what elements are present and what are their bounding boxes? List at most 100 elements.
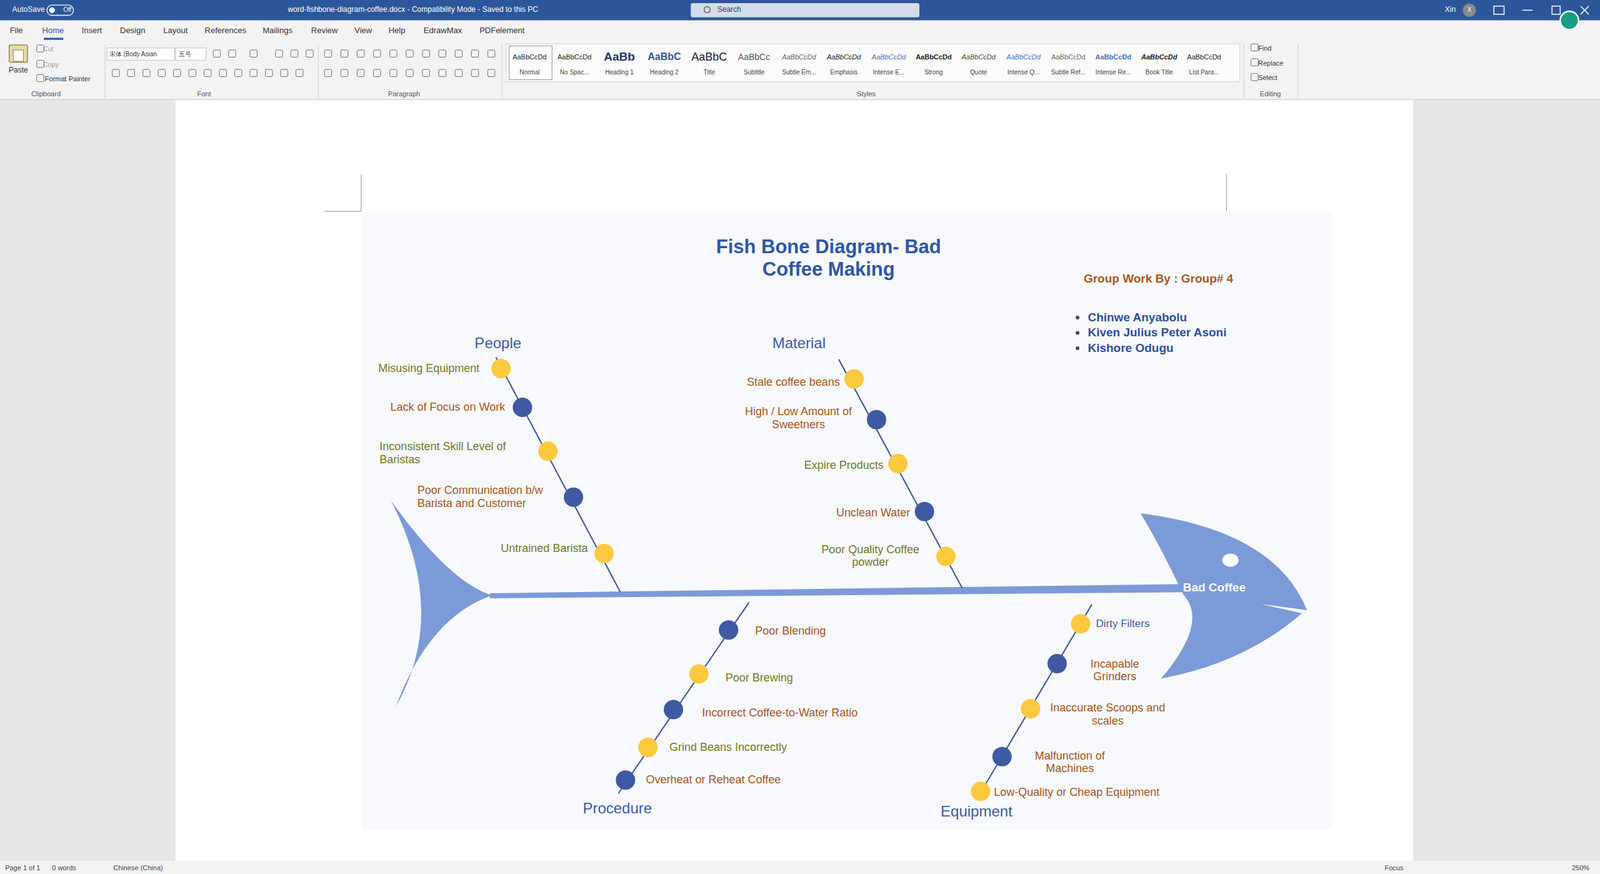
cause-label: Incapable Grinders	[1071, 657, 1159, 684]
cause-label: Poor Blending	[755, 624, 826, 638]
toolbar-icon	[250, 50, 257, 57]
ribbon-tab: View	[354, 26, 372, 36]
search-icon	[704, 6, 711, 14]
toolbar-icon	[265, 69, 272, 77]
style-name: Book Title	[1145, 68, 1174, 77]
fish-spine	[490, 583, 1189, 599]
cause-dot	[844, 368, 864, 389]
search-box	[690, 3, 920, 18]
style-name: Strong	[924, 68, 943, 77]
style-name: Quote	[970, 68, 987, 77]
cause-label: Lack of Focus on Work	[390, 400, 505, 414]
ribbon-button: Format Painter	[45, 74, 91, 83]
toolbar-icon	[158, 69, 165, 77]
toggle	[46, 5, 74, 15]
cause-label: Expire Products	[804, 458, 884, 472]
font-name: 宋体 (Body Asian	[109, 50, 157, 59]
toolbar-icon	[143, 69, 150, 77]
toolbar-icon	[455, 50, 462, 57]
grammarly-icon	[1560, 11, 1579, 30]
style-preview: AaBbCcDd	[871, 53, 906, 62]
title-bar-text: AutoSave	[12, 5, 45, 15]
cause-label: Overheat or Reheat Coffee	[645, 773, 781, 787]
style-preview: AaBbCcDd	[1051, 53, 1085, 62]
toolbar-icon	[228, 50, 236, 57]
group-label: Font	[197, 90, 212, 99]
cause-dot	[866, 410, 887, 430]
toolbar-icon	[250, 69, 257, 77]
style-preview: AaBbCcDd	[512, 53, 547, 62]
style-preview: AaBbCcDd	[826, 53, 861, 62]
ribbon-tab: Mailings	[262, 26, 293, 36]
toolbar-icon	[173, 69, 181, 77]
cause-label: High / Low Amount of Sweetners	[735, 405, 863, 432]
font-name-box	[106, 48, 175, 61]
node-text: Bad Coffee	[1183, 580, 1246, 595]
toolbar-icons	[36, 43, 1259, 82]
toolbar-icon	[487, 69, 495, 77]
toolbar-icon	[290, 50, 298, 57]
group-label: Styles	[856, 90, 876, 99]
diagram-title: Fish Bone Diagram- Bad Coffee Making	[710, 235, 948, 280]
style-name: No Spac...	[560, 68, 590, 77]
status-text: Chinese (China)	[113, 863, 163, 872]
style-gallery	[506, 43, 1240, 82]
member-name: Kishore Odugu	[1087, 341, 1174, 355]
style-preview: AaBbCcDd	[915, 53, 952, 62]
cause-label: Grind Beans Incorrectly	[669, 740, 787, 754]
style-name: Subtle Ref...	[1051, 68, 1086, 77]
fish-head-outline	[1140, 513, 1307, 679]
toolbar-icon	[390, 50, 397, 57]
ribbon-tab: Help	[388, 26, 406, 36]
toolbar-icon	[127, 69, 135, 77]
style-preview: AaBbCcDd	[961, 53, 995, 62]
style-name: Subtitle	[743, 68, 765, 77]
toolbar-icon	[1251, 73, 1259, 81]
ribbon-tab: Insert	[81, 26, 103, 36]
toolbar-icon	[340, 69, 348, 77]
ribbon-button: Find	[1258, 43, 1272, 52]
bullets	[1075, 315, 1080, 350]
status-text: Focus	[1385, 863, 1404, 872]
toolbar-icon	[36, 60, 44, 67]
style-name: List Para...	[1189, 68, 1220, 77]
fish-bones	[495, 357, 1092, 800]
margin-marks	[324, 174, 1227, 212]
ribbon-button: Replace	[1258, 59, 1284, 68]
cause-dot	[538, 441, 558, 461]
toggle-knob	[49, 7, 55, 14]
toolbar-icon	[406, 69, 414, 77]
diagram-panel	[361, 212, 1333, 829]
cause-label: Inaccurate Scoops and scales	[1043, 701, 1172, 727]
cause-label: Inconsistent Skill Level of Baristas	[379, 440, 533, 466]
toggle-text: Off	[63, 6, 72, 15]
toolbar-icon	[188, 69, 196, 77]
cause-label: Dirty Filters	[1095, 617, 1150, 630]
style-preview: AaBbCcDd	[1006, 53, 1040, 62]
toolbar-icon	[295, 69, 303, 77]
font-size: 五号	[178, 50, 192, 59]
style-preview: AaBbCcDd	[781, 53, 816, 62]
cause-dot	[718, 620, 739, 640]
status-text: 0 words	[51, 863, 77, 872]
toolbar-icon	[340, 50, 348, 57]
cause-dot	[689, 663, 709, 684]
style-preview: AaBbC	[647, 51, 681, 63]
toolbar-icon	[36, 74, 44, 82]
fish-bone	[495, 357, 620, 593]
toolbar-icon	[1251, 58, 1259, 66]
selected-style	[509, 45, 553, 80]
toolbar-icon	[306, 50, 314, 57]
group-label: Paragraph	[388, 90, 420, 99]
fish-head-shape	[1140, 510, 1309, 681]
cause-label: Poor Communication b/w Barista and Custo…	[417, 483, 559, 510]
title-bar-text: word-fishbone-diagram-coffee.docx - Comp…	[287, 5, 539, 15]
avatar	[1462, 3, 1476, 17]
cause-label: Stale coffee beans	[746, 375, 840, 389]
style-preview: AaBbCcDd	[1186, 53, 1221, 62]
cause-dot	[1020, 698, 1040, 719]
status-bar	[0, 860, 1600, 874]
style-name: Intense Q...	[1007, 68, 1040, 77]
cause-dot	[512, 397, 532, 417]
